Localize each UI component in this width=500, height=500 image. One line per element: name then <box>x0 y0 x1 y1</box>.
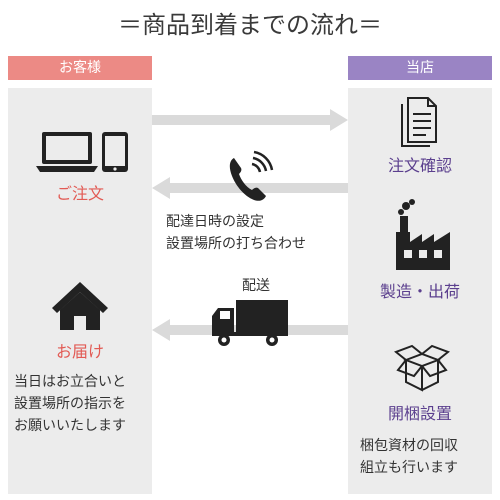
order-label: ご注文 <box>55 184 104 203</box>
delivery-note-line-1: 当日はお立合いと <box>14 374 126 390</box>
unpack-note-line-1: 梱包資材の回収 <box>360 438 458 454</box>
document-icon <box>401 97 437 147</box>
home-icon <box>52 282 108 330</box>
customer-column-header: お客様 <box>8 56 152 80</box>
truck-icon <box>212 300 288 346</box>
unpack-note-line-2: 組立も行います <box>360 460 458 476</box>
shipping-label: 配送 <box>242 278 270 294</box>
delivery-note-line-2: 設置場所の指示を <box>14 396 126 412</box>
manufacture-label: 製造・出荷 <box>379 282 460 301</box>
delivery-label: お届け <box>55 342 104 361</box>
open-box-icon <box>394 344 450 392</box>
phone-note-line-1: 配達日時の設定 <box>166 214 264 230</box>
page-title: ＝商品到着までの流れ＝ <box>118 11 382 39</box>
order-arrow <box>152 109 348 131</box>
order-confirm-label: 注文確認 <box>387 156 452 175</box>
laptop-and-tablet-icon <box>36 132 128 172</box>
factory-icon <box>396 199 450 270</box>
unpack-label: 開梱設置 <box>387 404 452 423</box>
telephone-icon <box>229 150 274 201</box>
shop-panel <box>348 88 492 494</box>
phone-arrow <box>152 177 348 199</box>
delivery-note-line-3: お願いいたします <box>14 418 126 434</box>
phone-note-line-2: 設置場所の打ち合わせ <box>166 236 306 252</box>
shop-column-header: 当店 <box>348 56 492 80</box>
